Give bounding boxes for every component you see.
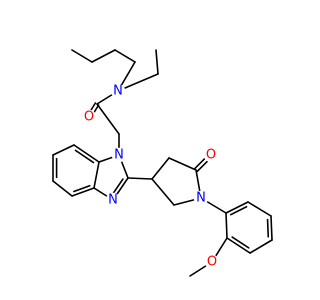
double-bond-a1-a2 <box>225 201 249 214</box>
lactam-oxygen-label: O <box>206 148 216 163</box>
bond-p1-p2 <box>71 49 93 63</box>
label-mask <box>203 147 219 163</box>
double-bond-a3-a4-inner <box>266 218 270 238</box>
bond-p4c-cb <box>151 157 170 180</box>
label-mask <box>105 192 121 208</box>
double-bond-c3a-c4 <box>71 187 95 197</box>
label-mask-layer <box>81 83 220 270</box>
bond-cC-cH <box>96 103 120 135</box>
amide-oxygen-label: O <box>84 110 94 125</box>
double-bond-a3-a4 <box>270 215 273 241</box>
bond-a2-a3 <box>247 201 272 217</box>
bond-p3-p4 <box>114 49 136 63</box>
benzimidazole-n3-label: N <box>108 193 118 208</box>
bond-p2-p3 <box>91 49 116 63</box>
label-mask <box>111 147 127 163</box>
bond-a6-a1 <box>225 212 228 239</box>
atom-label-layer: N O N N O N O <box>84 84 217 270</box>
bond-c6-c7 <box>52 144 75 156</box>
double-bond-c3a-c4-inner <box>73 184 91 193</box>
label-mask <box>110 83 126 99</box>
double-bond-c2-n3-inner <box>111 178 124 196</box>
diagram-background <box>0 0 300 300</box>
bond-p6-nA <box>117 73 159 92</box>
double-bond-c7-c7a-inner <box>74 149 95 164</box>
double-bond-a1-a2-inner <box>229 205 248 216</box>
bond-ca-p4c <box>151 178 175 206</box>
bond-p5-p6 <box>155 49 159 75</box>
bond-a4-a5 <box>249 239 273 254</box>
label-mask <box>204 254 220 270</box>
double-bond-a5-a6-inner <box>231 236 250 249</box>
bond-c2-p4c <box>127 177 153 180</box>
double-bond-c7-c7a <box>73 144 100 163</box>
label-mask <box>193 190 209 206</box>
bond-cb-cl <box>168 157 197 171</box>
benzimidazole-n1-label: N <box>114 148 124 163</box>
methoxy-oxygen-label: O <box>207 255 217 270</box>
bond-c4-c5 <box>52 180 73 197</box>
amide-nitrogen-label: N <box>113 84 123 99</box>
pyrrolidinone-nitrogen-label: N <box>196 191 206 206</box>
label-mask <box>81 109 97 125</box>
double-bond-a5-a6 <box>226 237 251 254</box>
chemical-structure-diagram: N O N N O N O <box>0 0 300 300</box>
bond-c3a-c7a <box>93 161 100 189</box>
